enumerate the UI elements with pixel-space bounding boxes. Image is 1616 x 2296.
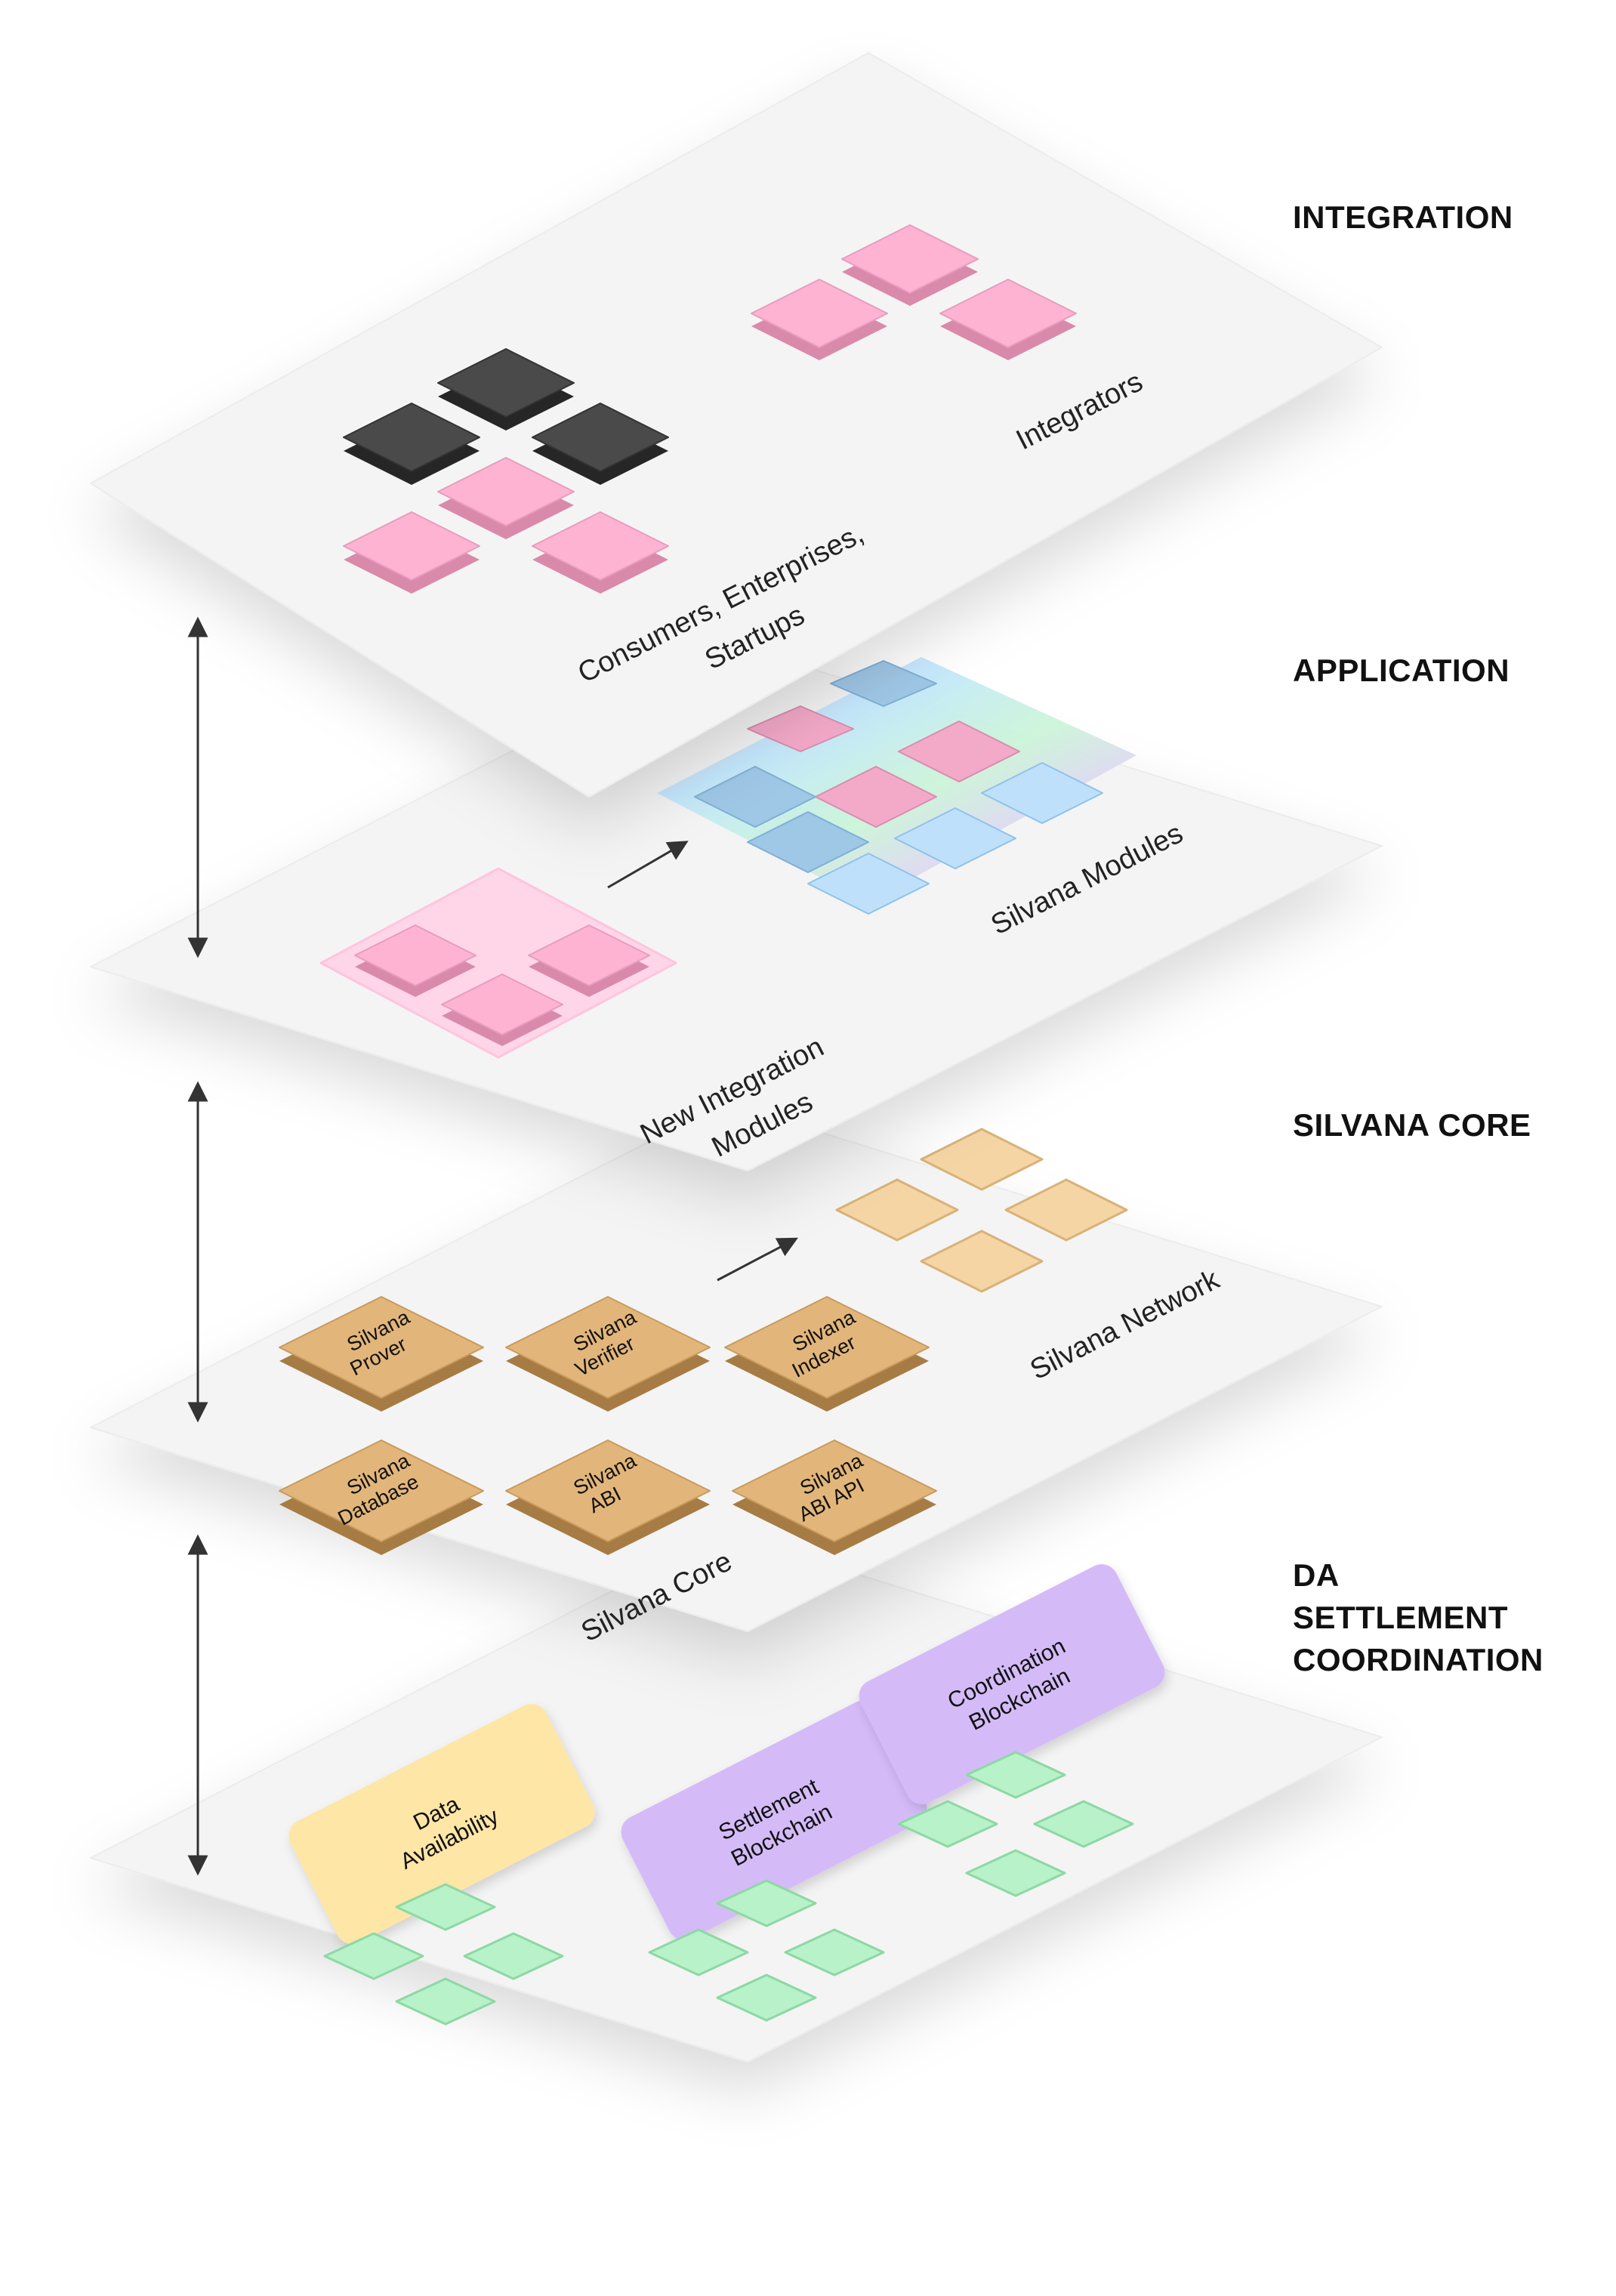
blue-tile <box>747 811 869 873</box>
green-node <box>716 1974 817 2022</box>
green-node <box>648 1928 749 1977</box>
green-node-cluster-settlement <box>648 1879 885 2022</box>
layer-da: Data Availability Settlement Blockchain … <box>90 1532 1383 2063</box>
settlement-blockchain-card: Settlement Blockchain <box>621 1700 927 1940</box>
green-node <box>463 1932 564 1980</box>
silvana-modules-tiles <box>694 660 1103 915</box>
dark-tile <box>532 403 669 472</box>
green-node <box>716 1879 817 1927</box>
tan-node <box>1004 1178 1128 1242</box>
plate-core <box>90 1102 1383 1632</box>
dark-tile <box>343 403 480 472</box>
pink-tile <box>343 511 480 581</box>
new-modules-base <box>319 867 677 1059</box>
green-node <box>323 1932 424 1980</box>
layer-label-integration: INTEGRATION <box>1293 199 1513 235</box>
modules-arrow <box>607 841 689 889</box>
blue-tile <box>694 766 816 828</box>
pink-tile <box>898 721 1020 782</box>
dark-tile <box>437 348 575 418</box>
blue-tile <box>830 660 937 707</box>
consumers-tiles <box>343 348 669 594</box>
new-modules-tiles <box>354 924 650 1046</box>
layer-label-silvana-core: SILVANA CORE <box>1293 1107 1531 1143</box>
layer-label-application: APPLICATION <box>1293 653 1510 688</box>
tan-node <box>920 1128 1044 1191</box>
blue-tile <box>981 762 1103 824</box>
green-node-cluster-coordination <box>897 1751 1134 1897</box>
silvana-abi-api-tile: Silvana ABI API <box>732 1440 937 1555</box>
pink-tile <box>437 457 575 526</box>
pink-tile <box>841 224 979 294</box>
layer-label-da-line2: SETTLEMENT <box>1293 1600 1508 1635</box>
silvana-verifier-tile: Silvana Verifier <box>505 1296 711 1412</box>
pink-tile <box>528 924 650 986</box>
silvana-prover-tile: Silvana Prover <box>279 1296 484 1412</box>
coordination-blockchain-card: Coordination Blockchain <box>859 1564 1165 1804</box>
layer-core: Silvana Prover Silvana Verifier Silvana … <box>90 1102 1383 1648</box>
layer-label-da-line1: DA <box>1293 1557 1340 1593</box>
tan-node <box>920 1230 1044 1293</box>
integrators-tiles <box>751 224 1077 360</box>
pink-tile <box>532 511 669 581</box>
pink-tile <box>939 279 1077 348</box>
pink-tile <box>747 705 854 752</box>
green-node <box>784 1928 885 1977</box>
layer-application: Silvana Modules New Integration Modules <box>90 641 1383 1171</box>
green-node <box>965 1849 1066 1897</box>
data-availability-card: Data Availability <box>288 1704 595 1944</box>
silvana-abi-tile: Silvana ABI <box>505 1440 711 1555</box>
layer-label-da-settlement-coordination: DA SETTLEMENT COORDINATION <box>1293 1554 1544 1681</box>
silvana-database-tile: Silvana Database <box>279 1440 484 1555</box>
pink-tile <box>815 766 937 828</box>
green-node <box>965 1751 1066 1799</box>
pink-tile <box>354 924 476 986</box>
silvana-network-cluster <box>835 1128 1128 1293</box>
plate-integration <box>90 52 1383 798</box>
pink-tile <box>751 279 888 348</box>
blue-tile <box>807 853 930 915</box>
silvana-indexer-tile: Silvana Indexer <box>724 1296 930 1412</box>
blue-tile <box>894 807 1016 869</box>
green-node <box>395 1977 496 2026</box>
green-node <box>395 1883 496 1931</box>
layer-integration: Integrators Consumers, Enterprises, Star… <box>90 52 1383 798</box>
layer-label-da-line3: COORDINATION <box>1293 1642 1544 1677</box>
green-node <box>1033 1800 1134 1848</box>
core-to-network-arrow <box>717 1237 798 1282</box>
green-node-cluster-da <box>323 1883 564 2026</box>
pink-tile <box>441 974 563 1035</box>
tan-node <box>835 1178 959 1242</box>
green-node <box>897 1800 998 1848</box>
